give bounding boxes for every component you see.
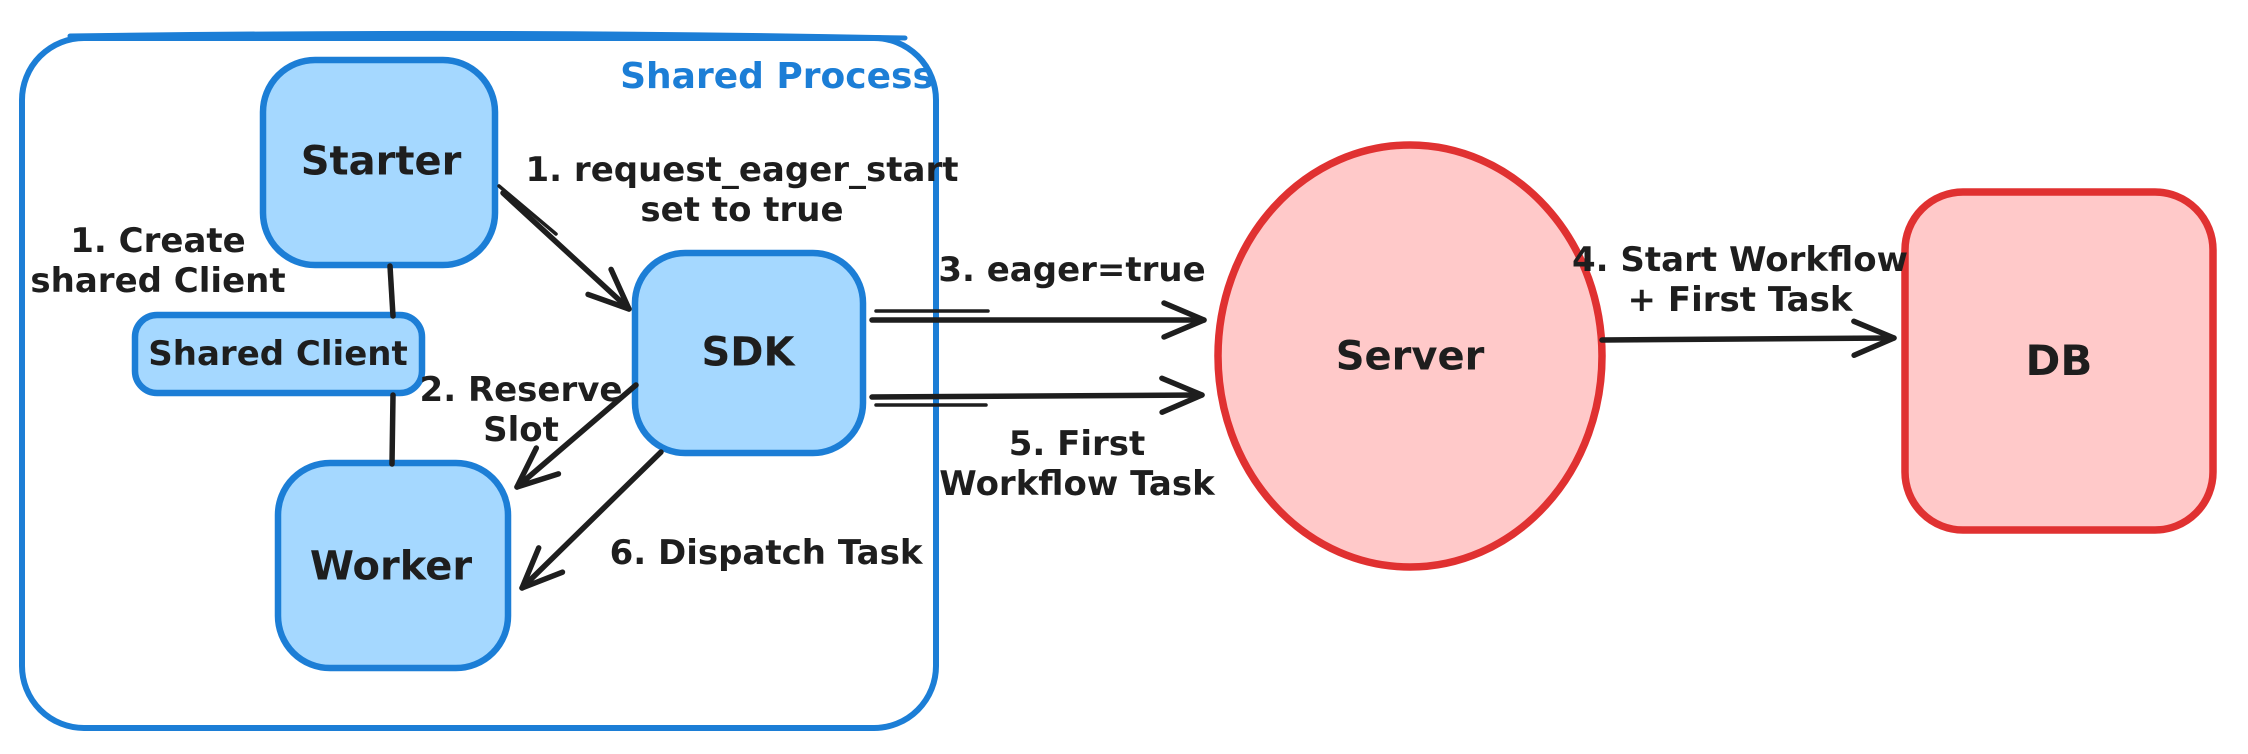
annotation-reserve-slot: 2. Reserve Slot xyxy=(420,370,623,450)
annotation-create-shared-client-line2: shared Client xyxy=(30,261,286,301)
worker-label: Worker xyxy=(309,543,473,590)
annotation-reserve-slot-line2: Slot xyxy=(483,410,559,450)
arrow-first-workflow-task xyxy=(869,375,1205,415)
annotation-request-eager-start-line2: set to true xyxy=(640,190,844,230)
shared-process-label: Shared Process xyxy=(620,55,934,97)
server-label: Server xyxy=(1335,333,1485,380)
annotation-first-workflow-task-line1: 5. First xyxy=(1008,423,1146,464)
sdk-label: SDK xyxy=(701,329,795,376)
starter-label: Starter xyxy=(300,138,462,185)
arrow-start-workflow xyxy=(1599,318,1897,359)
shared-client-box xyxy=(131,311,426,397)
db-box xyxy=(1901,188,2217,534)
arrow-request-eager-start-sketch xyxy=(497,184,558,236)
annotation-start-workflow-first-task-line2: + First Task xyxy=(1627,280,1853,320)
arrow-dispatch-task xyxy=(519,449,664,591)
connector-shared-client-worker xyxy=(389,392,396,467)
annotation-request-eager-start-line1: 1. request_eager_start xyxy=(525,149,959,190)
server-ellipse xyxy=(1214,141,1606,571)
annotation-request-eager-start: 1. request_eager_start set to true xyxy=(526,150,959,230)
annotation-first-workflow-task-line2: Workflow Task xyxy=(939,464,1215,504)
starter-box xyxy=(259,56,499,269)
annotation-eager-true: 3. eager=true xyxy=(938,249,1206,290)
shared-process-container xyxy=(19,35,939,731)
annotation-dispatch-task: 6. Dispatch Task xyxy=(609,532,923,573)
arrow-request-eager-start xyxy=(500,190,632,312)
annotation-start-workflow-first-task: 4. Start Workflow + First Task xyxy=(1572,240,1908,320)
db-label: DB xyxy=(2025,336,2093,386)
annotation-create-shared-client-line1: 1. Create xyxy=(70,220,246,261)
annotation-start-workflow-first-task-line1: 4. Start Workflow xyxy=(1572,239,1908,280)
container-sketch-stroke xyxy=(67,30,908,41)
annotation-create-shared-client: 1. Create shared Client xyxy=(30,221,285,301)
connector-starter-shared-client xyxy=(387,263,396,319)
shared-client-label: Shared Client xyxy=(148,333,408,374)
annotation-reserve-slot-line1: 2. Reserve xyxy=(419,369,623,410)
sdk-box xyxy=(631,249,867,457)
arrow-reserve-slot xyxy=(514,382,639,490)
annotation-first-workflow-task: 5. First Workflow Task xyxy=(939,424,1214,504)
